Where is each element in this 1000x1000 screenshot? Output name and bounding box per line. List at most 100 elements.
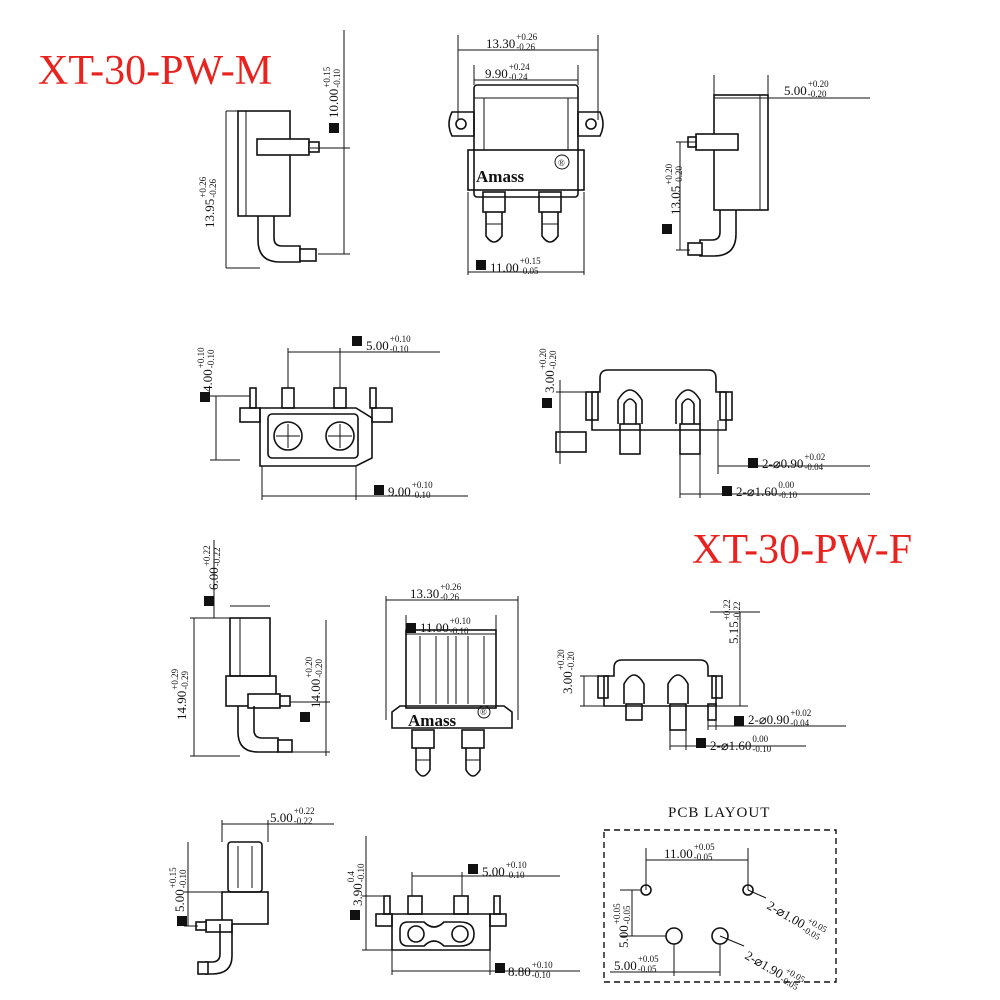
tolerance-upper: +0.22 <box>202 545 212 566</box>
dimension-f-front-w1330: 13.30+0.26-0.26 <box>410 582 462 602</box>
tolerance-upper: +0.05 <box>694 842 715 852</box>
dimension-value: 5.00 <box>172 889 187 912</box>
tolerance-lower: -0.22 <box>294 816 313 826</box>
dimension-value: 9.90 <box>485 66 508 81</box>
tolerance-upper: +0.26 <box>516 32 537 42</box>
dimension-m-bot-w500: 5.00+0.10-0.10 <box>366 334 411 354</box>
dimension-f-back-d090: 2-⌀0.90+0.02-0.04 <box>748 708 811 728</box>
tolerance-upper: +0.02 <box>790 708 811 718</box>
dimension-f-side-h1400: 14.00+0.20-0.20 <box>304 656 324 708</box>
dimension-m-bot-h400: 4.00+0.10-0.10 <box>196 347 216 392</box>
dimension-value: 3.00 <box>542 370 557 393</box>
female-pin-view <box>350 836 580 975</box>
dimension-value: 14.00 <box>308 679 323 708</box>
tolerance-lower: -0.10 <box>390 344 409 354</box>
dimension-labels: 10.00+0.15-0.1013.95+0.26-0.2613.30+0.26… <box>168 32 830 992</box>
tolerance-upper: +0.02 <box>804 452 825 462</box>
tolerance-upper: +0.22 <box>722 599 732 620</box>
tolerance-lower: -0.20 <box>808 89 827 99</box>
dimension-value: 11.00 <box>490 260 519 275</box>
female-reg-mark: ® <box>480 707 487 717</box>
dimension-m-front-w990: 9.90+0.24-0.24 <box>485 62 530 82</box>
tolerance-upper: +0.20 <box>538 348 548 369</box>
tolerance-upper: +0.22 <box>294 806 315 816</box>
tolerance-lower: -0.04 <box>804 462 823 472</box>
dimension-value: 5.00 <box>616 925 631 948</box>
dimension-f-back-h300: 3.00+0.20-0.20 <box>556 649 576 694</box>
pcb-layout: PCB LAYOUT <box>603 805 837 983</box>
dimension-m-rside-w500: 5.00+0.20-0.20 <box>784 79 829 99</box>
dimension-pcb-w500: 5.00+0.05-0.05 <box>614 954 659 974</box>
tolerance-upper: +0.20 <box>664 163 674 184</box>
tolerance-upper: +0.20 <box>556 649 566 670</box>
dimension-value: 9.00 <box>388 484 411 499</box>
dimension-value: 10.00 <box>326 89 341 118</box>
tolerance-upper: 0.4 <box>346 871 356 883</box>
dimension-f-back-h515: 5.15+0.22-0.22 <box>722 599 742 644</box>
dimension-f-front-w1100: 11.00+0.10-0.10 <box>420 616 471 636</box>
dimension-value: 5.00 <box>270 810 293 825</box>
dimension-m-front-w1100: 11.00+0.15-0.05 <box>490 256 541 276</box>
tolerance-lower: -0.20 <box>674 166 684 185</box>
male-right-side-view <box>662 75 870 257</box>
dimension-value: 4.00 <box>200 369 215 392</box>
dimension-f-bot-w880: 8.80+0.10-0.10 <box>508 960 553 980</box>
tolerance-lower: -0.05 <box>638 964 657 974</box>
tolerance-lower: -0.10 <box>332 69 342 88</box>
female-title: XT-30-PW-F <box>692 527 913 573</box>
tolerance-upper: +0.10 <box>506 860 527 870</box>
dimension-f-bot-w500: 5.00+0.10-0.10 <box>482 860 527 880</box>
female-back-view <box>580 611 846 750</box>
female-top-view <box>177 820 334 975</box>
male-reg-mark: ® <box>558 158 565 168</box>
dimension-value: 2-⌀0.90 <box>762 456 803 471</box>
dimension-value: 2-⌀1.60 <box>736 484 777 499</box>
dimension-value: 5.00 <box>614 958 637 973</box>
dimension-value: 5.00 <box>482 864 505 879</box>
female-side-view <box>190 540 330 757</box>
male-pin-view <box>200 336 468 500</box>
tolerance-lower: -0.10 <box>778 490 797 500</box>
tolerance-lower: -0.22 <box>732 602 742 621</box>
dimension-value: 2-⌀1.00 <box>765 898 808 932</box>
dimension-f-side-h1490: 14.90+0.29-0.29 <box>170 668 190 720</box>
dimension-m-back-d090: 2-⌀0.90+0.02-0.04 <box>762 452 825 472</box>
dimension-f-side-h600: 6.00+0.22-0.22 <box>202 545 222 590</box>
tolerance-upper: +0.29 <box>170 668 180 689</box>
dimension-f-top-w500: 5.00+0.22-0.22 <box>270 806 315 826</box>
tolerance-lower: -0.20 <box>566 651 576 670</box>
dimension-pcb-d100: 2-⌀1.00+0.05-0.05 <box>765 898 830 943</box>
tolerance-lower: -0.10 <box>752 744 771 754</box>
dimension-value: 3.90 <box>350 883 365 906</box>
tolerance-lower: -0.10 <box>450 626 469 636</box>
dimension-pcb-h500: 5.00+0.05-0.05 <box>612 903 632 948</box>
dimension-m-front-w1330: 13.30+0.26-0.26 <box>486 32 538 52</box>
tolerance-lower: -0.26 <box>208 179 218 198</box>
dimension-value: 14.90 <box>174 691 189 720</box>
tolerance-lower: -0.10 <box>206 349 216 368</box>
dimension-value: 2-⌀1.60 <box>710 738 751 753</box>
female-front-view: Amass ® <box>385 596 519 777</box>
tolerance-upper: +0.15 <box>322 66 332 87</box>
tolerance-upper: +0.10 <box>450 616 471 626</box>
dimension-m-bot-w900: 9.00+0.10-0.10 <box>388 480 433 500</box>
tolerance-lower: -0.26 <box>516 42 535 52</box>
tolerance-lower: -0.20 <box>314 659 324 678</box>
dimension-pcb-w1100: 11.00+0.05-0.05 <box>664 842 715 862</box>
tolerance-lower: -0.10 <box>532 970 551 980</box>
dimension-value: 8.80 <box>508 964 531 979</box>
dimension-value: 11.00 <box>420 620 449 635</box>
dimension-m-rside-h1305: 13.05+0.20-0.20 <box>664 163 684 215</box>
dimension-value: 13.95 <box>202 199 217 228</box>
dimension-f-bot-h390: 3.900.4-0.10 <box>346 863 366 906</box>
dimension-value: 11.00 <box>664 846 693 861</box>
male-brand-logo: Amass <box>476 167 525 186</box>
tolerance-upper: +0.26 <box>440 582 461 592</box>
dimension-m-side-h1395: 13.95 +0.26-0.26 <box>198 176 218 228</box>
male-title: XT-30-PW-M <box>38 48 273 94</box>
dimension-m-back-h300: 3.00+0.20-0.20 <box>538 348 558 393</box>
tolerance-upper: +0.26 <box>198 176 208 197</box>
dimension-value: 5.00 <box>366 338 389 353</box>
